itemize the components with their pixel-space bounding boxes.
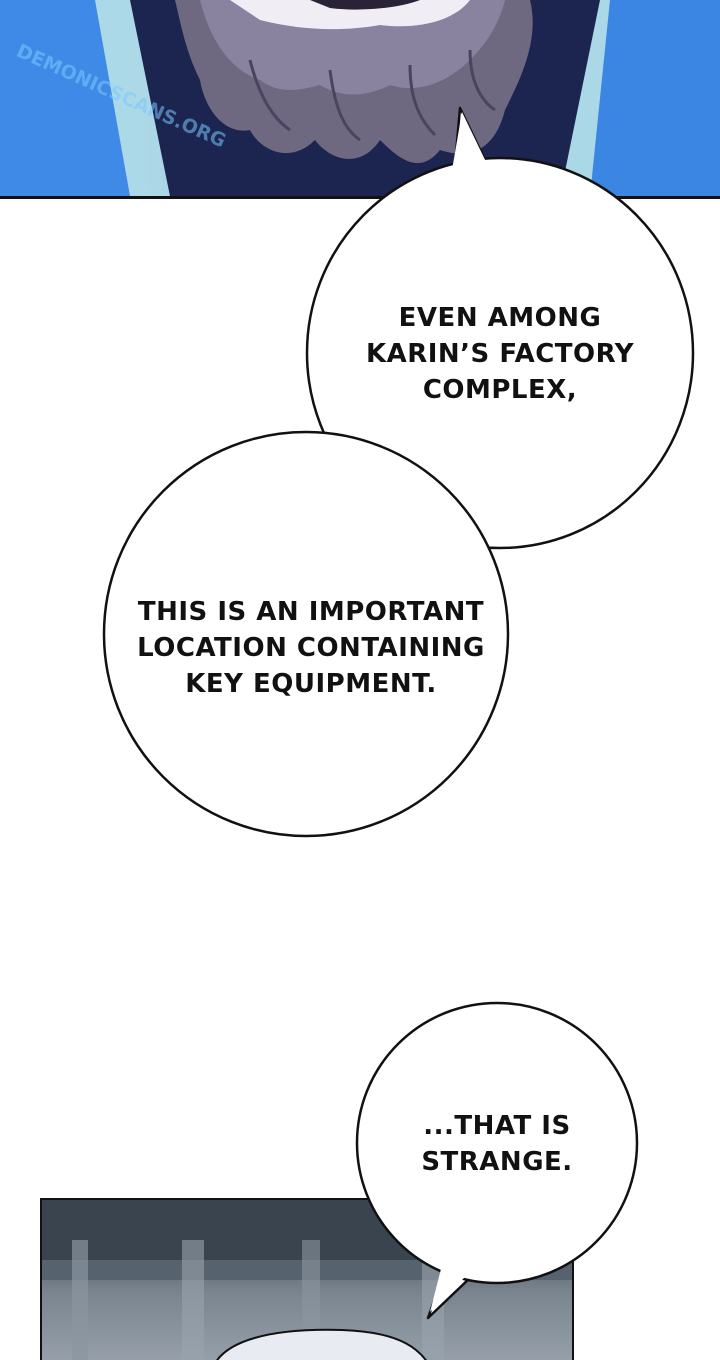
bubble-1-line-1: EVEN AMONG	[398, 303, 602, 333]
speech-bubble-2	[102, 430, 510, 838]
bubble-2-line-3: KEY EQUIPMENT.	[185, 669, 437, 699]
bubble-2-line-1: THIS IS AN IMPORTANT	[137, 597, 485, 627]
bubble-3-text: ...THAT IS STRANGE.	[387, 1108, 607, 1180]
speech-bubble-1	[305, 106, 695, 550]
bubble-3-line-1: ...THAT IS	[423, 1111, 571, 1141]
top-comic-panel: DEMONICSCANS.ORG	[0, 0, 720, 199]
bubble-2-line-2: LOCATION CONTAINING	[137, 633, 485, 663]
bubble-3-line-2: STRANGE.	[421, 1147, 573, 1177]
bubble-2-text: THIS IS AN IMPORTANT LOCATION CONTAINING…	[126, 594, 496, 702]
character-illustration	[0, 0, 720, 196]
bubble-1-line-2: KARIN’S FACTORY	[365, 339, 635, 369]
bubble-1-text: EVEN AMONG KARIN’S FACTORY COMPLEX,	[340, 300, 660, 408]
bubble-1-line-3: COMPLEX,	[422, 375, 578, 405]
speech-bubble-3	[355, 1001, 639, 1320]
